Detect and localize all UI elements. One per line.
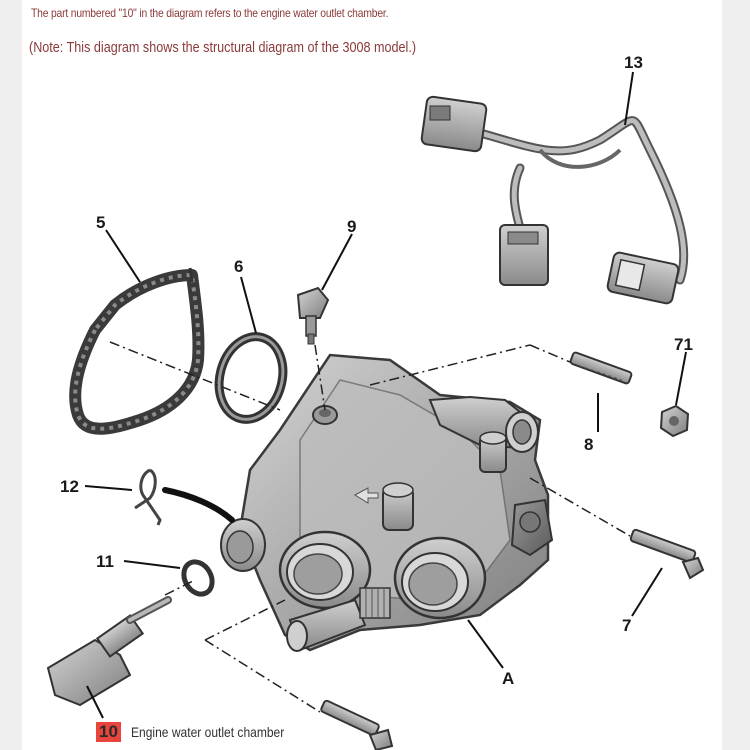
temperature-sensor	[296, 286, 330, 345]
callout-5: 5	[96, 213, 105, 232]
model-note: (Note: This diagram shows the structural…	[29, 39, 417, 56]
bolt-bottom	[320, 699, 394, 750]
bolt-8	[569, 351, 633, 385]
wiring-harness	[420, 95, 689, 305]
legend-part-label: Engine water outlet chamber	[130, 724, 285, 740]
gasket-seal	[69, 267, 205, 435]
leader-lines	[84, 71, 687, 719]
alignment-lines	[109, 341, 631, 713]
callout-11: 11	[96, 552, 114, 571]
bolt-7	[629, 528, 705, 580]
coolant-sensor	[46, 596, 172, 707]
part-legend: 10 Engine water outlet chamber	[96, 720, 309, 744]
part-reference-note: The part numbered "10" in the diagram re…	[31, 6, 389, 20]
engine-water-outlet-chamber	[220, 353, 554, 652]
callout-9: 9	[347, 217, 356, 236]
o-ring	[214, 332, 288, 424]
callout-A: A	[502, 669, 514, 688]
legend-part-number: 10	[96, 722, 121, 742]
callout-8: 8	[584, 435, 593, 454]
callout-13: 13	[624, 53, 643, 72]
callout-71: 71	[674, 335, 693, 354]
callout-12: 12	[60, 477, 79, 496]
nut-71	[659, 404, 690, 438]
callout-6: 6	[234, 257, 243, 276]
seal-washer	[181, 559, 215, 597]
callout-7: 7	[622, 616, 631, 635]
retaining-clip	[134, 468, 235, 526]
